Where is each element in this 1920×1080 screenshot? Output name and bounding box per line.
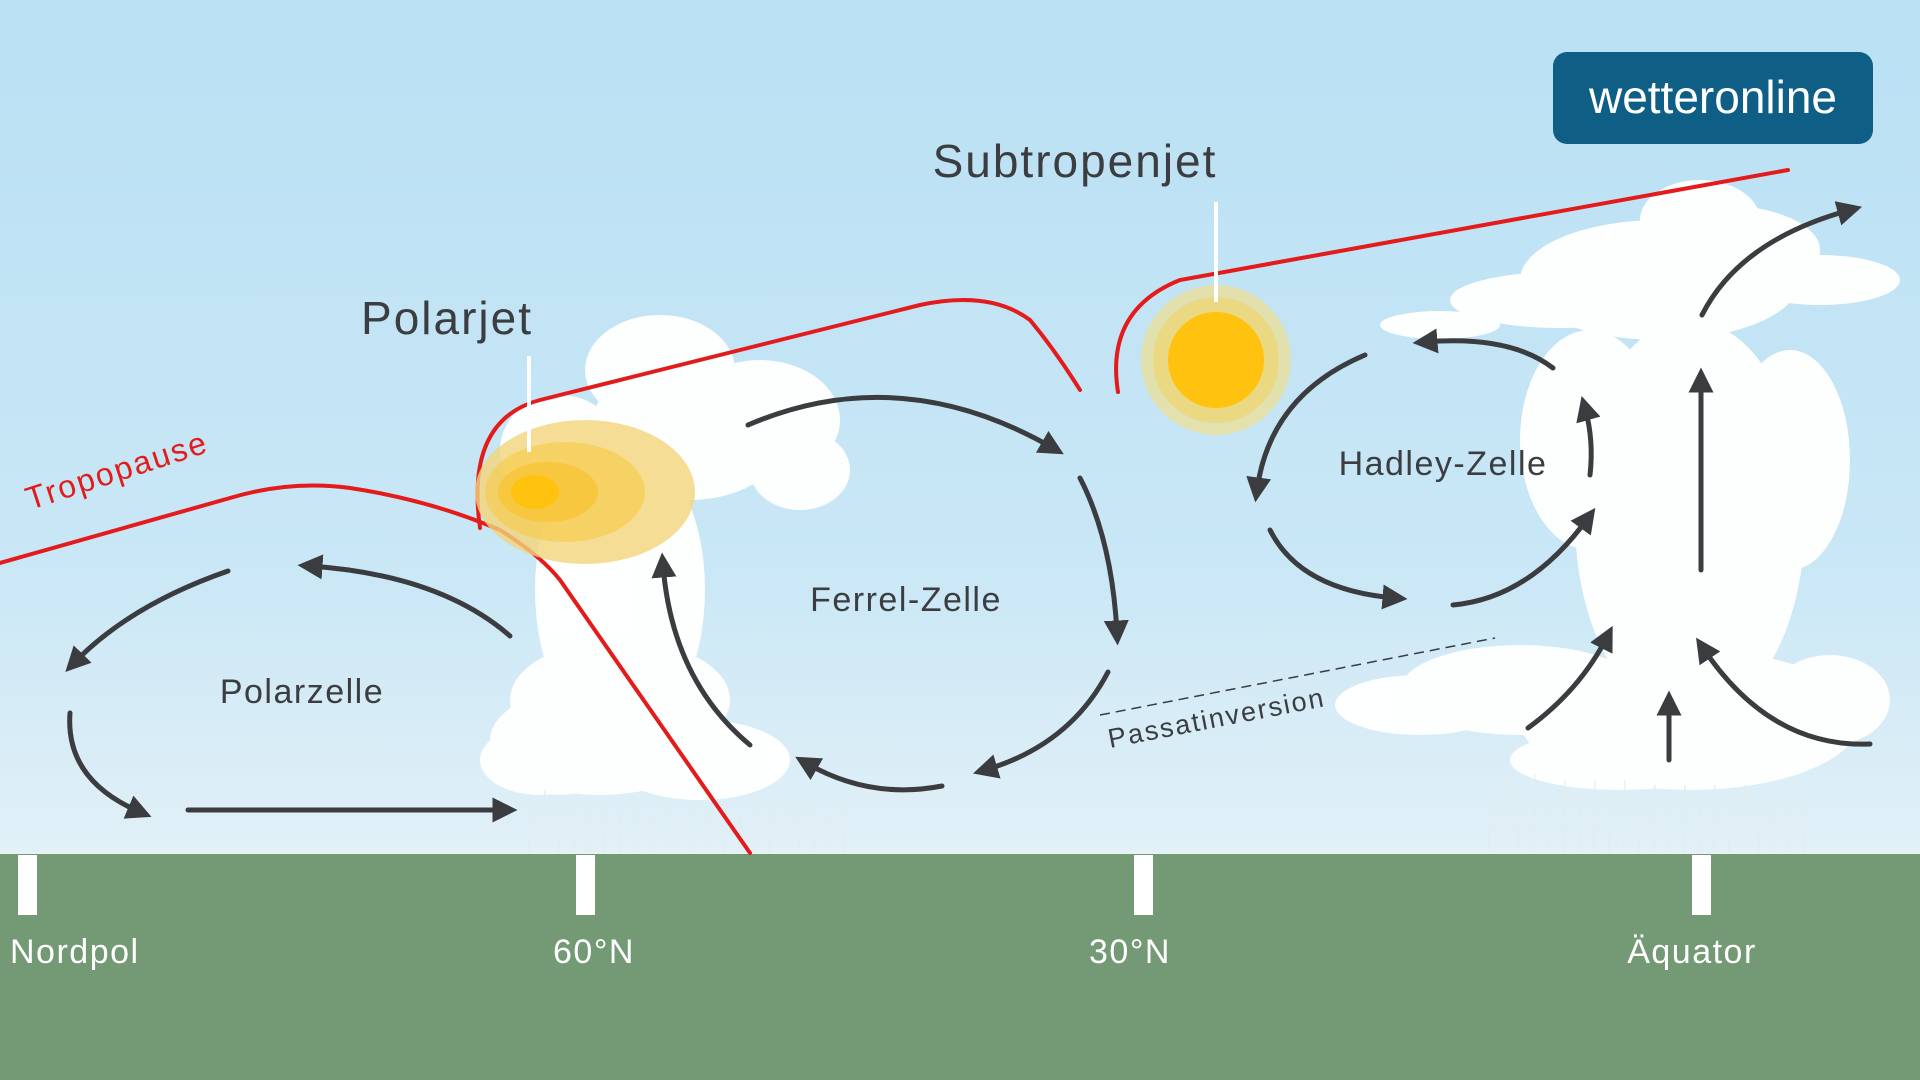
wetteronline-logo[interactable]: wetteronline	[1553, 52, 1873, 144]
subtropenjet-label: Subtropenjet	[933, 135, 1218, 187]
axis-30n: 30°N	[1089, 933, 1171, 971]
subtropenjet-marker	[1141, 285, 1291, 435]
tick-aequator	[1692, 855, 1711, 915]
tick-nordpol	[18, 855, 37, 915]
hadley-label: Hadley-Zelle	[1339, 445, 1548, 483]
axis-60n: 60°N	[553, 933, 635, 971]
tick-30n	[1134, 855, 1153, 915]
polarjet-label: Polarjet	[361, 292, 533, 344]
logo-text: wetteronline	[1588, 71, 1837, 123]
axis-aequator: Äquator	[1627, 933, 1757, 971]
polarjet-marker	[475, 420, 695, 564]
polarzelle-label: Polarzelle	[220, 673, 384, 711]
axis-nordpol: Nordpol	[10, 933, 140, 971]
tick-60n	[576, 855, 595, 915]
ferrel-label: Ferrel-Zelle	[810, 581, 1002, 619]
